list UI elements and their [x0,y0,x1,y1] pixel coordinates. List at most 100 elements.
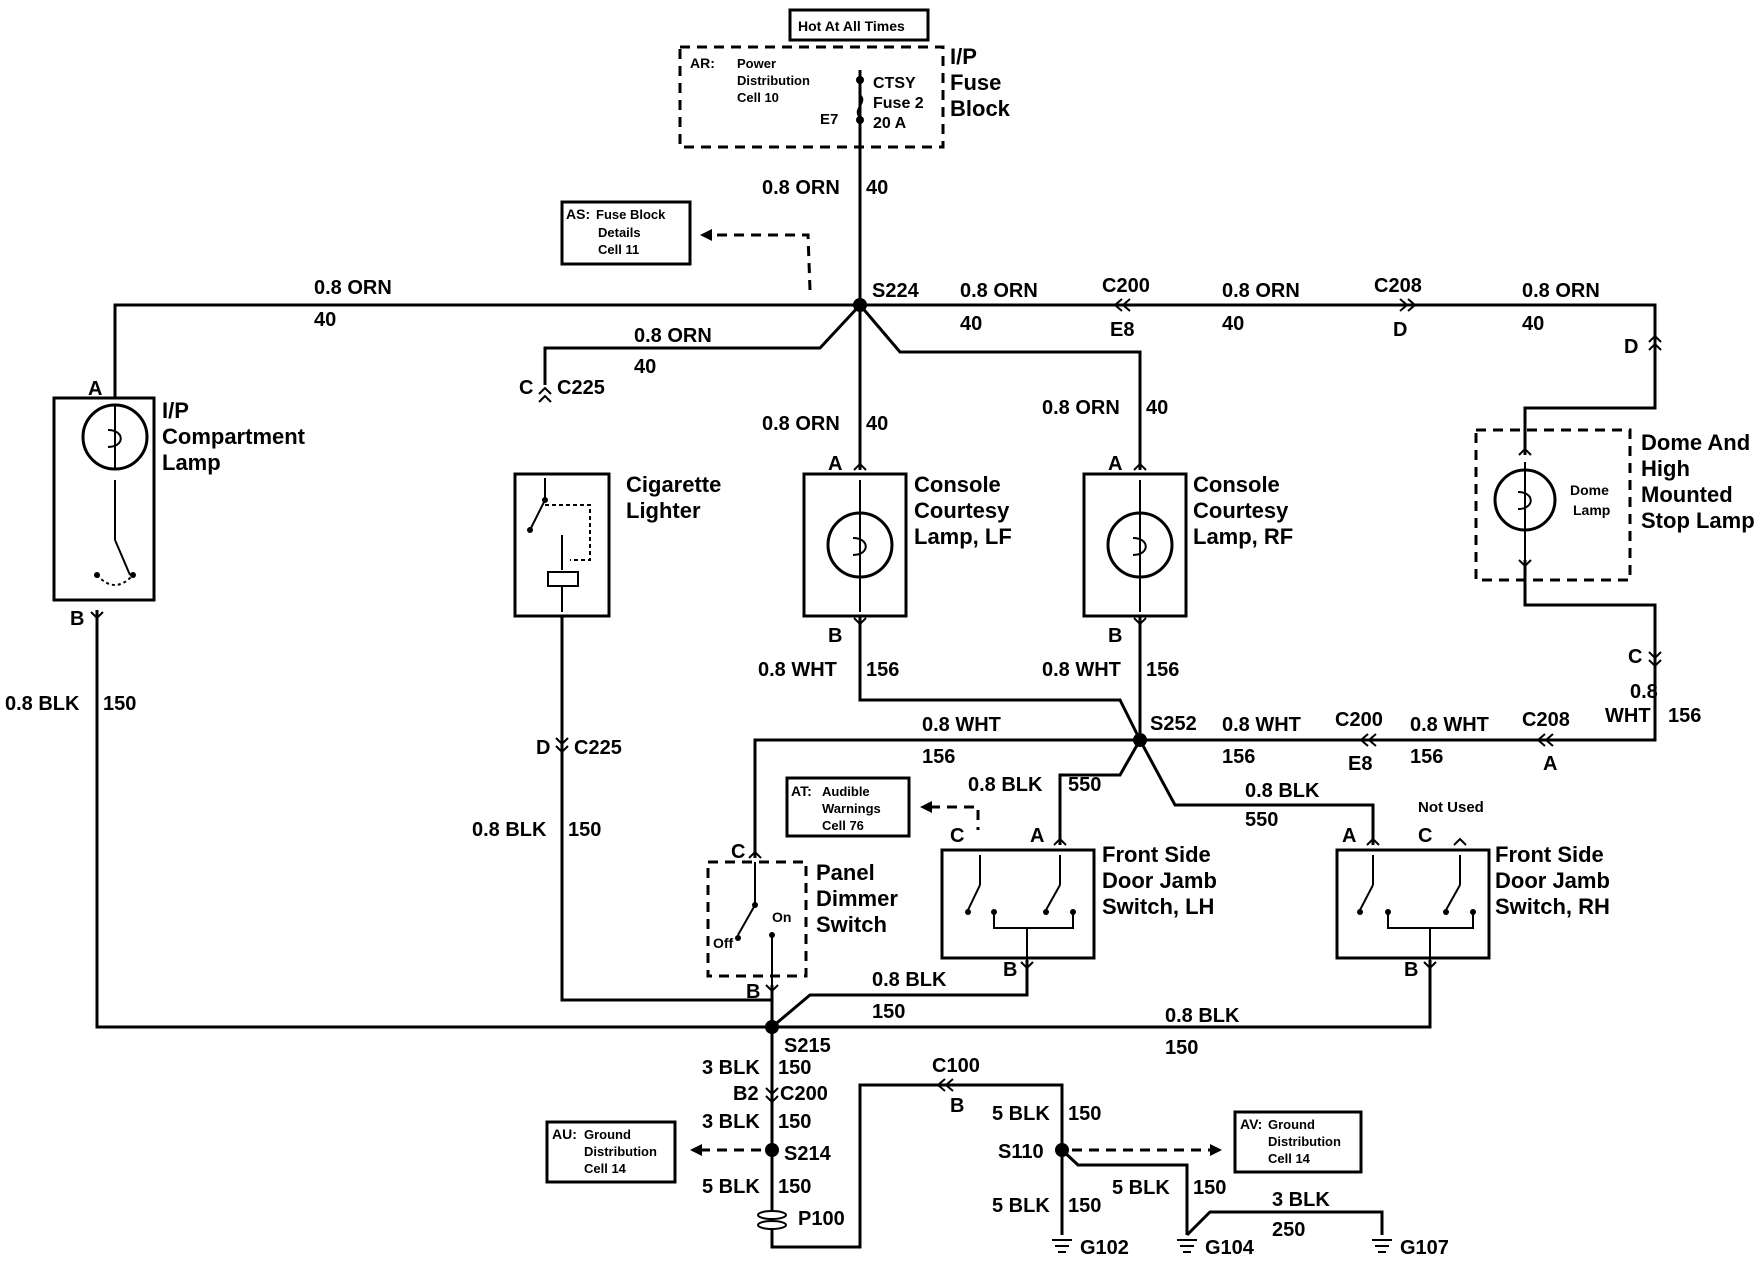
connector-c100: C100 [932,1055,980,1077]
dome-pin-d: D [1624,336,1638,358]
wire-g107-size: 3 BLK [1272,1189,1330,1211]
wire-s214-down-circuit: 150 [778,1176,811,1198]
door-jamb-rh-box [1335,848,1491,960]
connector-symbols [90,94,1662,1104]
cell-ref-av-code: AV: [1240,1116,1262,1132]
wire-g104-size: 5 BLK [1112,1177,1170,1199]
cell-ref-as-box [560,200,692,266]
splices [765,298,1147,1157]
cell-ref-au-code: AU: [552,1126,577,1142]
splice-s110-dot [1055,1143,1069,1157]
wires [95,70,1657,1249]
lh-pin-c: C [950,825,964,847]
cell-ref-au-line3: Cell 14 [584,1161,627,1176]
splice-s252-dot [1133,733,1147,747]
dome-title-4: Stop Lamp [1641,508,1755,533]
wire-g107-circuit: 250 [1272,1219,1305,1241]
wire-s215-down-size: 3 BLK [702,1057,760,1079]
lh-title-2: Door Jamb [1102,868,1217,893]
wire-s214-down-size: 5 BLK [702,1176,760,1198]
fuse-block-box [678,45,945,149]
fuse-name-1: CTSY [873,75,916,92]
console-rf-title-3: Lamp, RF [1193,524,1293,549]
cell-ref-ar-line1: Power [737,56,776,71]
console-rf-pin-b: B [1108,625,1122,647]
wire-s214-up-size: 3 BLK [702,1111,760,1133]
cell-ref-ar-code: AR: [690,55,715,71]
wire-lh-gnd-circuit: 150 [872,1001,905,1023]
wire-dome-link-size: 0.8 WHT [1410,714,1489,736]
splice-s215-dot [765,1020,779,1034]
wire-rf-lower-circuit: 156 [1146,659,1179,681]
cell-ref-as-line2: Details [598,225,641,240]
ground-g102: G102 [1080,1237,1129,1259]
console-lamp-lf-box [802,472,908,618]
cell-ref-au-line1: Ground [584,1127,631,1142]
wire-rh-gnd-size: 0.8 BLK [1165,1005,1240,1027]
wire-ip-gnd-circuit: 150 [103,693,136,715]
splice-s224: S224 [872,280,920,302]
dome-pin-c: C [1628,646,1642,668]
fuse-block-title-1: I/P [950,44,977,69]
wire-g102-circuit: 150 [1068,1195,1101,1217]
cell-ref-at-line3: Cell 76 [822,818,864,833]
connector-c208-top-pin: D [1393,319,1407,341]
lighter-title-1: Cigarette [626,472,721,497]
lh-pin-b: B [1003,959,1017,981]
wire-rh-gnd-circuit: 150 [1165,1037,1198,1059]
connector-c100-pin: B [950,1095,964,1117]
wire-s214-up-circuit: 150 [778,1111,811,1133]
console-lf-title-2: Courtesy [914,498,1010,523]
wire-s110-up-size: 5 BLK [992,1103,1050,1125]
ip-compartment-lamp-box [52,396,156,602]
console-lamp-rf-box [1082,472,1188,618]
cell-ref-av-line3: Cell 14 [1268,1151,1311,1166]
dome-lamp-inner-2: Lamp [1573,502,1610,518]
dimmer-pin-b: B [746,981,760,1003]
connector-c200-top: C200 [1102,275,1150,297]
ground-g104-icon [1177,1239,1197,1253]
wire-lh-gnd-size: 0.8 BLK [872,969,947,991]
connector-c208-top: C208 [1374,275,1422,297]
wire-lf-lower-circuit: 156 [866,659,899,681]
connector-c200-lower: C200 [1335,709,1383,731]
door-jamb-lh-box [940,848,1096,960]
ground-g107: G107 [1400,1237,1449,1259]
dimmer-title-3: Switch [816,912,887,937]
connector-c200-b2-pin: B2 [733,1083,759,1105]
connector-c208-lower: C208 [1522,709,1570,731]
wire-lf-circuit: 40 [866,413,888,435]
connector-c225-top: C225 [557,377,605,399]
rh-title-3: Switch, RH [1495,894,1610,919]
ip-lamp-title-2: Compartment [162,424,306,449]
connector-c200-b2: C200 [780,1083,828,1105]
dimmer-title-2: Dimmer [816,886,898,911]
wire-r3-size: 0.8 ORN [1522,280,1600,302]
cell-ref-au-line2: Distribution [584,1144,657,1159]
wire-lighter-size: 0.8 ORN [634,325,712,347]
wire-r2-size: 0.8 ORN [1222,280,1300,302]
connector-c200-lower-pin: E8 [1348,753,1372,775]
cell-ref-ar-line3: Cell 10 [737,90,779,105]
connector-c208-lower-pin: A [1543,753,1557,775]
ip-lamp-pin-a: A [88,378,102,400]
wire-lighter-gnd-size: 0.8 BLK [472,819,547,841]
wire-dome-lower-size-2: WHT [1605,705,1651,727]
wire-g104-circuit: 150 [1193,1177,1226,1199]
ground-g104: G104 [1205,1237,1255,1259]
rh-pin-a: A [1342,825,1356,847]
wire-s252-left-circuit: 156 [922,746,955,768]
ground-g102-icon [1052,1239,1072,1253]
wire-dome-link-circuit: 156 [1410,746,1443,768]
wire-lh-550-circuit: 550 [1068,774,1101,796]
console-lf-pin-a: A [828,453,842,475]
wire-r1-circuit: 40 [960,313,982,335]
ground-g107-icon [1372,1239,1392,1253]
wire-lf-lower-size: 0.8 WHT [758,659,837,681]
cell-ref-at-line1: Audible [822,784,870,799]
wire-s252-left-size: 0.8 WHT [922,714,1001,736]
connector-c225-bottom-pin: D [536,737,550,759]
ip-lamp-title-3: Lamp [162,450,221,475]
cell-ref-at-box [785,776,911,838]
